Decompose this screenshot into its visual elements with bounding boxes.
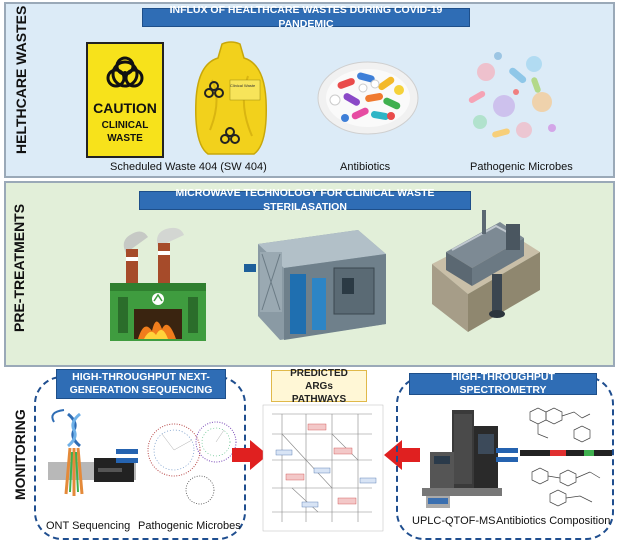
microwave-unit-2-image bbox=[432, 210, 540, 332]
pretreatments-side-label: PRE-TREATMENTS bbox=[11, 203, 27, 332]
ngs-banner: HIGH-THROUGHPUT NEXT-GENERATION SEQUENCI… bbox=[56, 369, 226, 399]
equals-sign-right-bottom bbox=[496, 457, 518, 462]
clinical-waste-bag bbox=[195, 41, 267, 155]
caption-scheduled-waste: Scheduled Waste 404 (SW 404) bbox=[110, 161, 267, 173]
args-pathway-diagram bbox=[262, 404, 384, 532]
caption-ont-sequencing: ONT Sequencing bbox=[46, 520, 131, 532]
pathogenic-microbes-image bbox=[468, 52, 556, 138]
biohazard-icon bbox=[106, 56, 144, 88]
healthcare-banner: INFLUX OF HEALTHCARE WASTES DURING COVID… bbox=[142, 4, 470, 30]
microwave-unit-1-image bbox=[244, 230, 386, 340]
caption-uplc-qtof-ms: UPLC-QTOF-MS bbox=[412, 515, 496, 527]
predicted-args-pathways-box: PREDICTED ARGs PATHWAYS bbox=[271, 368, 367, 405]
pathogenic-microbes-tree-image bbox=[147, 421, 237, 505]
pretreatments-banner: MICROWAVE TECHNOLOGY FOR CLINICAL WASTE … bbox=[139, 187, 471, 213]
ont-sequencing-image bbox=[48, 409, 136, 496]
monitoring-side-label: MONITORING bbox=[12, 409, 28, 500]
equals-sign-left-top bbox=[116, 449, 138, 454]
caption-antibiotics: Antibiotics bbox=[340, 161, 391, 173]
bag-label: Clinical Waste bbox=[230, 83, 256, 88]
equals-sign-right-top bbox=[496, 448, 518, 453]
caution-title: CAUTION bbox=[93, 100, 157, 116]
arrow-right-icon bbox=[232, 440, 268, 470]
caution-sub1: CLINICAL bbox=[101, 120, 149, 131]
caution-sub2: WASTE bbox=[107, 133, 143, 144]
equals-sign-left-bottom bbox=[116, 458, 138, 463]
caption-pathogenic-microbes: Pathogenic Microbes bbox=[470, 161, 573, 173]
caption-antibiotics-composition: Antibiotics Composition bbox=[496, 515, 611, 527]
arrow-left-icon bbox=[384, 440, 420, 470]
antibiotics-composition-image bbox=[520, 407, 612, 507]
antibiotics-pills-image bbox=[317, 61, 419, 135]
healthcare-side-label: HELTHCARE WASTES bbox=[13, 5, 29, 154]
caution-sign: CAUTION CLINICAL WASTE bbox=[86, 42, 164, 158]
spectrometry-banner: HIGH-THROUGHPUT SPECTROMETRY bbox=[409, 371, 597, 396]
caption-ngs-pathogenic-microbes: Pathogenic Microbes bbox=[138, 520, 241, 532]
incinerator-factory-image bbox=[110, 227, 206, 341]
uplc-qtof-ms-instrument-image bbox=[422, 410, 502, 508]
